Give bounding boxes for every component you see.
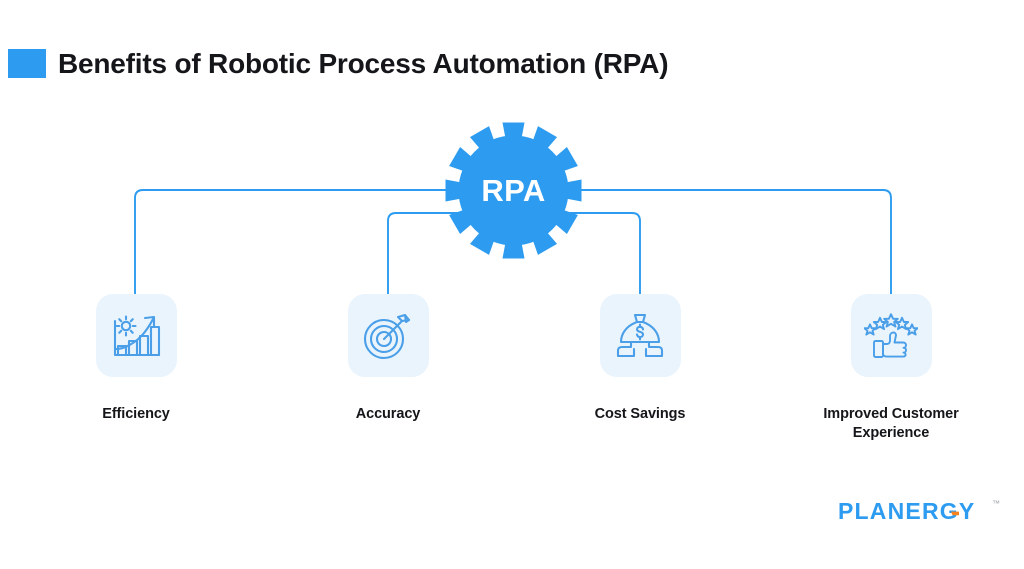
benefit-label-improved-customer-experience: Improved Customer Experience [796, 405, 986, 443]
benefit-label-accuracy: Accuracy [355, 406, 421, 422]
hub-node-rpa[interactable]: RPA [441, 118, 586, 263]
benefit-label-cost-savings: Cost Savings [594, 406, 686, 422]
growth-chart-gear-icon [113, 314, 161, 356]
header: Benefits of Robotic Process Automation (… [0, 0, 1024, 110]
benefit-card-improved-customer-experience[interactable] [850, 294, 932, 377]
thumbs-up-stars-icon [864, 312, 918, 358]
benefit-label-line-2: Experience [852, 425, 930, 441]
planergy-wordmark-icon: PLANERGY [838, 498, 975, 524]
benefit-node-accuracy[interactable]: Accuracy [293, 294, 483, 424]
gear-icon [445, 122, 582, 259]
connector-efficiency [134, 189, 452, 300]
benefit-node-efficiency[interactable]: Efficiency [41, 294, 231, 424]
trademark-symbol: ™ [992, 499, 1000, 508]
planergy-logo[interactable]: PLANERGY ™ [838, 498, 1000, 527]
benefit-card-efficiency[interactable] [95, 294, 177, 377]
benefit-label-efficiency: Efficiency [102, 406, 170, 422]
svg-text:PLANERGY: PLANERGY [838, 499, 975, 524]
connector-improved-customer-experience [575, 189, 892, 300]
benefit-node-cost-savings[interactable]: Cost Savings [545, 294, 735, 424]
benefit-label-line-1: Improved Customer [823, 406, 959, 422]
target-dart-icon [363, 313, 411, 359]
benefit-card-cost-savings[interactable] [599, 294, 681, 377]
benefit-card-accuracy[interactable] [347, 294, 429, 377]
page-title: Benefits of Robotic Process Automation (… [58, 48, 669, 79]
money-bag-hands-icon [616, 313, 664, 357]
hub-label: RPA [481, 172, 546, 208]
benefit-node-improved-customer-experience[interactable]: Improved Customer Experience [796, 294, 986, 443]
title-accent-block [8, 49, 46, 78]
